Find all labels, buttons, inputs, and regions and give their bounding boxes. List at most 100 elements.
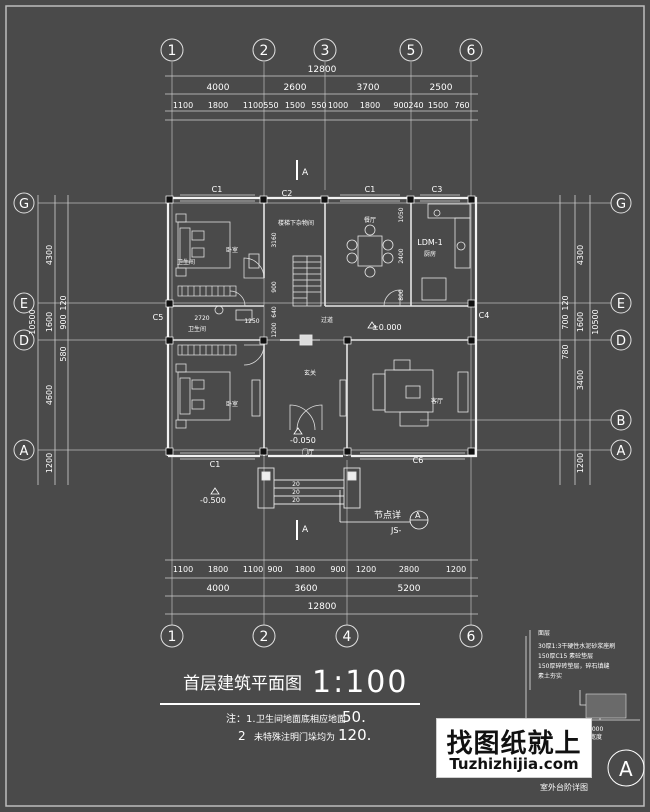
dim-top-r3-10: 1500 [428, 101, 448, 110]
dim-right-3400: 3400 [576, 370, 585, 390]
dim-1250: 1250 [244, 318, 259, 325]
legend-dim: 1000 [588, 726, 603, 733]
window-c1-top-left: C1 [212, 185, 223, 194]
axis-right-E: E [617, 297, 625, 312]
dim-bottom-r3-5: 900 [330, 565, 345, 574]
section-mark-bottom: A [302, 525, 309, 535]
structural-columns [165, 195, 476, 456]
legend-line-1: 面层 [538, 630, 550, 637]
dim-bottom-r3-2: 1100 [243, 565, 263, 574]
dim-bottom-r3-0: 1100 [173, 565, 193, 574]
dim-right-700: 700 [561, 314, 570, 329]
axis-left-D: D [19, 334, 29, 349]
section-mark-top: A [302, 168, 309, 178]
axis-top-3: 3 [321, 43, 330, 59]
dim-bottom-5200: 5200 [398, 584, 421, 594]
dim-3160: 3160 [271, 232, 278, 247]
dim-top-overall: 12800 [308, 65, 337, 75]
drawing-scale: 1:100 [312, 665, 408, 700]
entrance-steps [257, 334, 361, 509]
watermark-en: Tuzhizhijia.com [449, 755, 579, 773]
axis-right-D: D [616, 334, 626, 349]
dim-bottom-r3-4: 1800 [295, 565, 315, 574]
room-bathroom-top: 卫生间 [177, 258, 195, 266]
axis-left-A: A [20, 444, 29, 459]
axis-left-E: E [20, 297, 28, 312]
step-label-3: 20 [292, 497, 300, 504]
dim-bottom-4000: 4000 [207, 584, 230, 594]
axis-bottom-1: 1 [168, 629, 177, 645]
dim-top-r3-8: 900 [393, 101, 408, 110]
watermark-logo: 找图纸就上 Tuzhizhijia.com [436, 718, 592, 778]
dim-left-1200: 1200 [45, 453, 54, 473]
door-ldm: LDM-1 [417, 238, 443, 247]
dim-top-2500: 2500 [430, 83, 453, 93]
legend-line-4: 150厚碎砖垫层，碎石填缝 [538, 662, 609, 670]
detail-ref: JS- [390, 526, 401, 535]
kitchen-counter [421, 203, 471, 301]
axis-bubbles-side [13, 192, 632, 461]
window-c6: C6 [413, 456, 424, 465]
window-c1-top-mid: C1 [365, 185, 376, 194]
legend-caption: 室外台阶详图 [540, 782, 588, 792]
axis-top-2: 2 [260, 43, 269, 59]
grid-lines [38, 62, 612, 625]
dim-right-4300: 4300 [576, 245, 585, 265]
legend-line-3: 150厚C15 素砼垫层 [538, 652, 593, 660]
level-porch: -0.050 [290, 436, 316, 445]
dim-top-r3-3: 550 [263, 101, 278, 110]
dim-left-900: 900 [59, 314, 68, 329]
corner-mark-circle [607, 749, 645, 787]
dim-bottom-r3-3: 900 [267, 565, 282, 574]
interior-walls [168, 198, 476, 456]
note-2-num: 2 [238, 729, 246, 743]
room-bathroom-mid: 卫生间 [188, 325, 206, 333]
dim-top-r3-0: 1100 [173, 101, 193, 110]
axis-bottom-4: 4 [343, 629, 352, 645]
dim-bottom-3600: 3600 [295, 584, 318, 594]
window-c4: C4 [479, 311, 490, 320]
detail-id: A [415, 511, 421, 520]
outer-frame [5, 5, 645, 807]
step-label-2: 20 [292, 489, 300, 496]
dim-top-2600: 2600 [284, 83, 307, 93]
window-marks [180, 194, 465, 460]
room-stair-storage: 楼梯下杂物间 [278, 219, 314, 227]
dim-bottom-r3-6: 1200 [356, 565, 376, 574]
detail-callout [339, 490, 429, 530]
dim-bottom-r3-1: 1800 [208, 565, 228, 574]
dimension-lines-bottom [165, 559, 478, 615]
dim-top-r3-6: 1000 [328, 101, 348, 110]
dim-left-overall: 10500 [28, 309, 37, 334]
dim-1200: 1200 [271, 322, 278, 337]
window-c2: C2 [282, 189, 293, 198]
level-floor: ±0.000 [372, 323, 402, 332]
note-1-num: 注：1. [226, 712, 256, 725]
note-1-value: 50. [342, 708, 366, 726]
dim-800: 800 [398, 289, 405, 301]
dim-right-120: 120 [561, 295, 570, 310]
dim-right-1200: 1200 [576, 453, 585, 473]
axis-top-6: 6 [467, 43, 476, 59]
dimension-lines-top [165, 75, 478, 121]
dim-left-120: 120 [59, 295, 68, 310]
legend-line-5: 素土夯实 [538, 672, 562, 680]
dim-top-r3-9: 240 [408, 101, 423, 110]
dim-left-580: 580 [59, 346, 68, 361]
step-detail-hatch [585, 693, 627, 719]
dim-right-1600: 1600 [576, 312, 585, 332]
axis-bubbles-top [160, 38, 483, 62]
dim-1050: 1050 [398, 207, 405, 222]
door-swings [229, 257, 401, 431]
window-c3: C3 [432, 185, 443, 194]
staircase [292, 255, 322, 307]
dim-bottom-overall: 12800 [308, 602, 337, 612]
dim-top-4000: 4000 [207, 83, 230, 93]
room-corridor: 过道 [321, 316, 333, 324]
wardrobe-bottom [177, 344, 237, 356]
watermark-cn: 找图纸就上 [446, 729, 582, 759]
wardrobe-top [177, 285, 237, 297]
note-1-text: 卫生间地面底相应地面 [256, 713, 346, 725]
dim-top-r3-1: 1800 [208, 101, 228, 110]
dim-2400: 2400 [398, 248, 405, 263]
